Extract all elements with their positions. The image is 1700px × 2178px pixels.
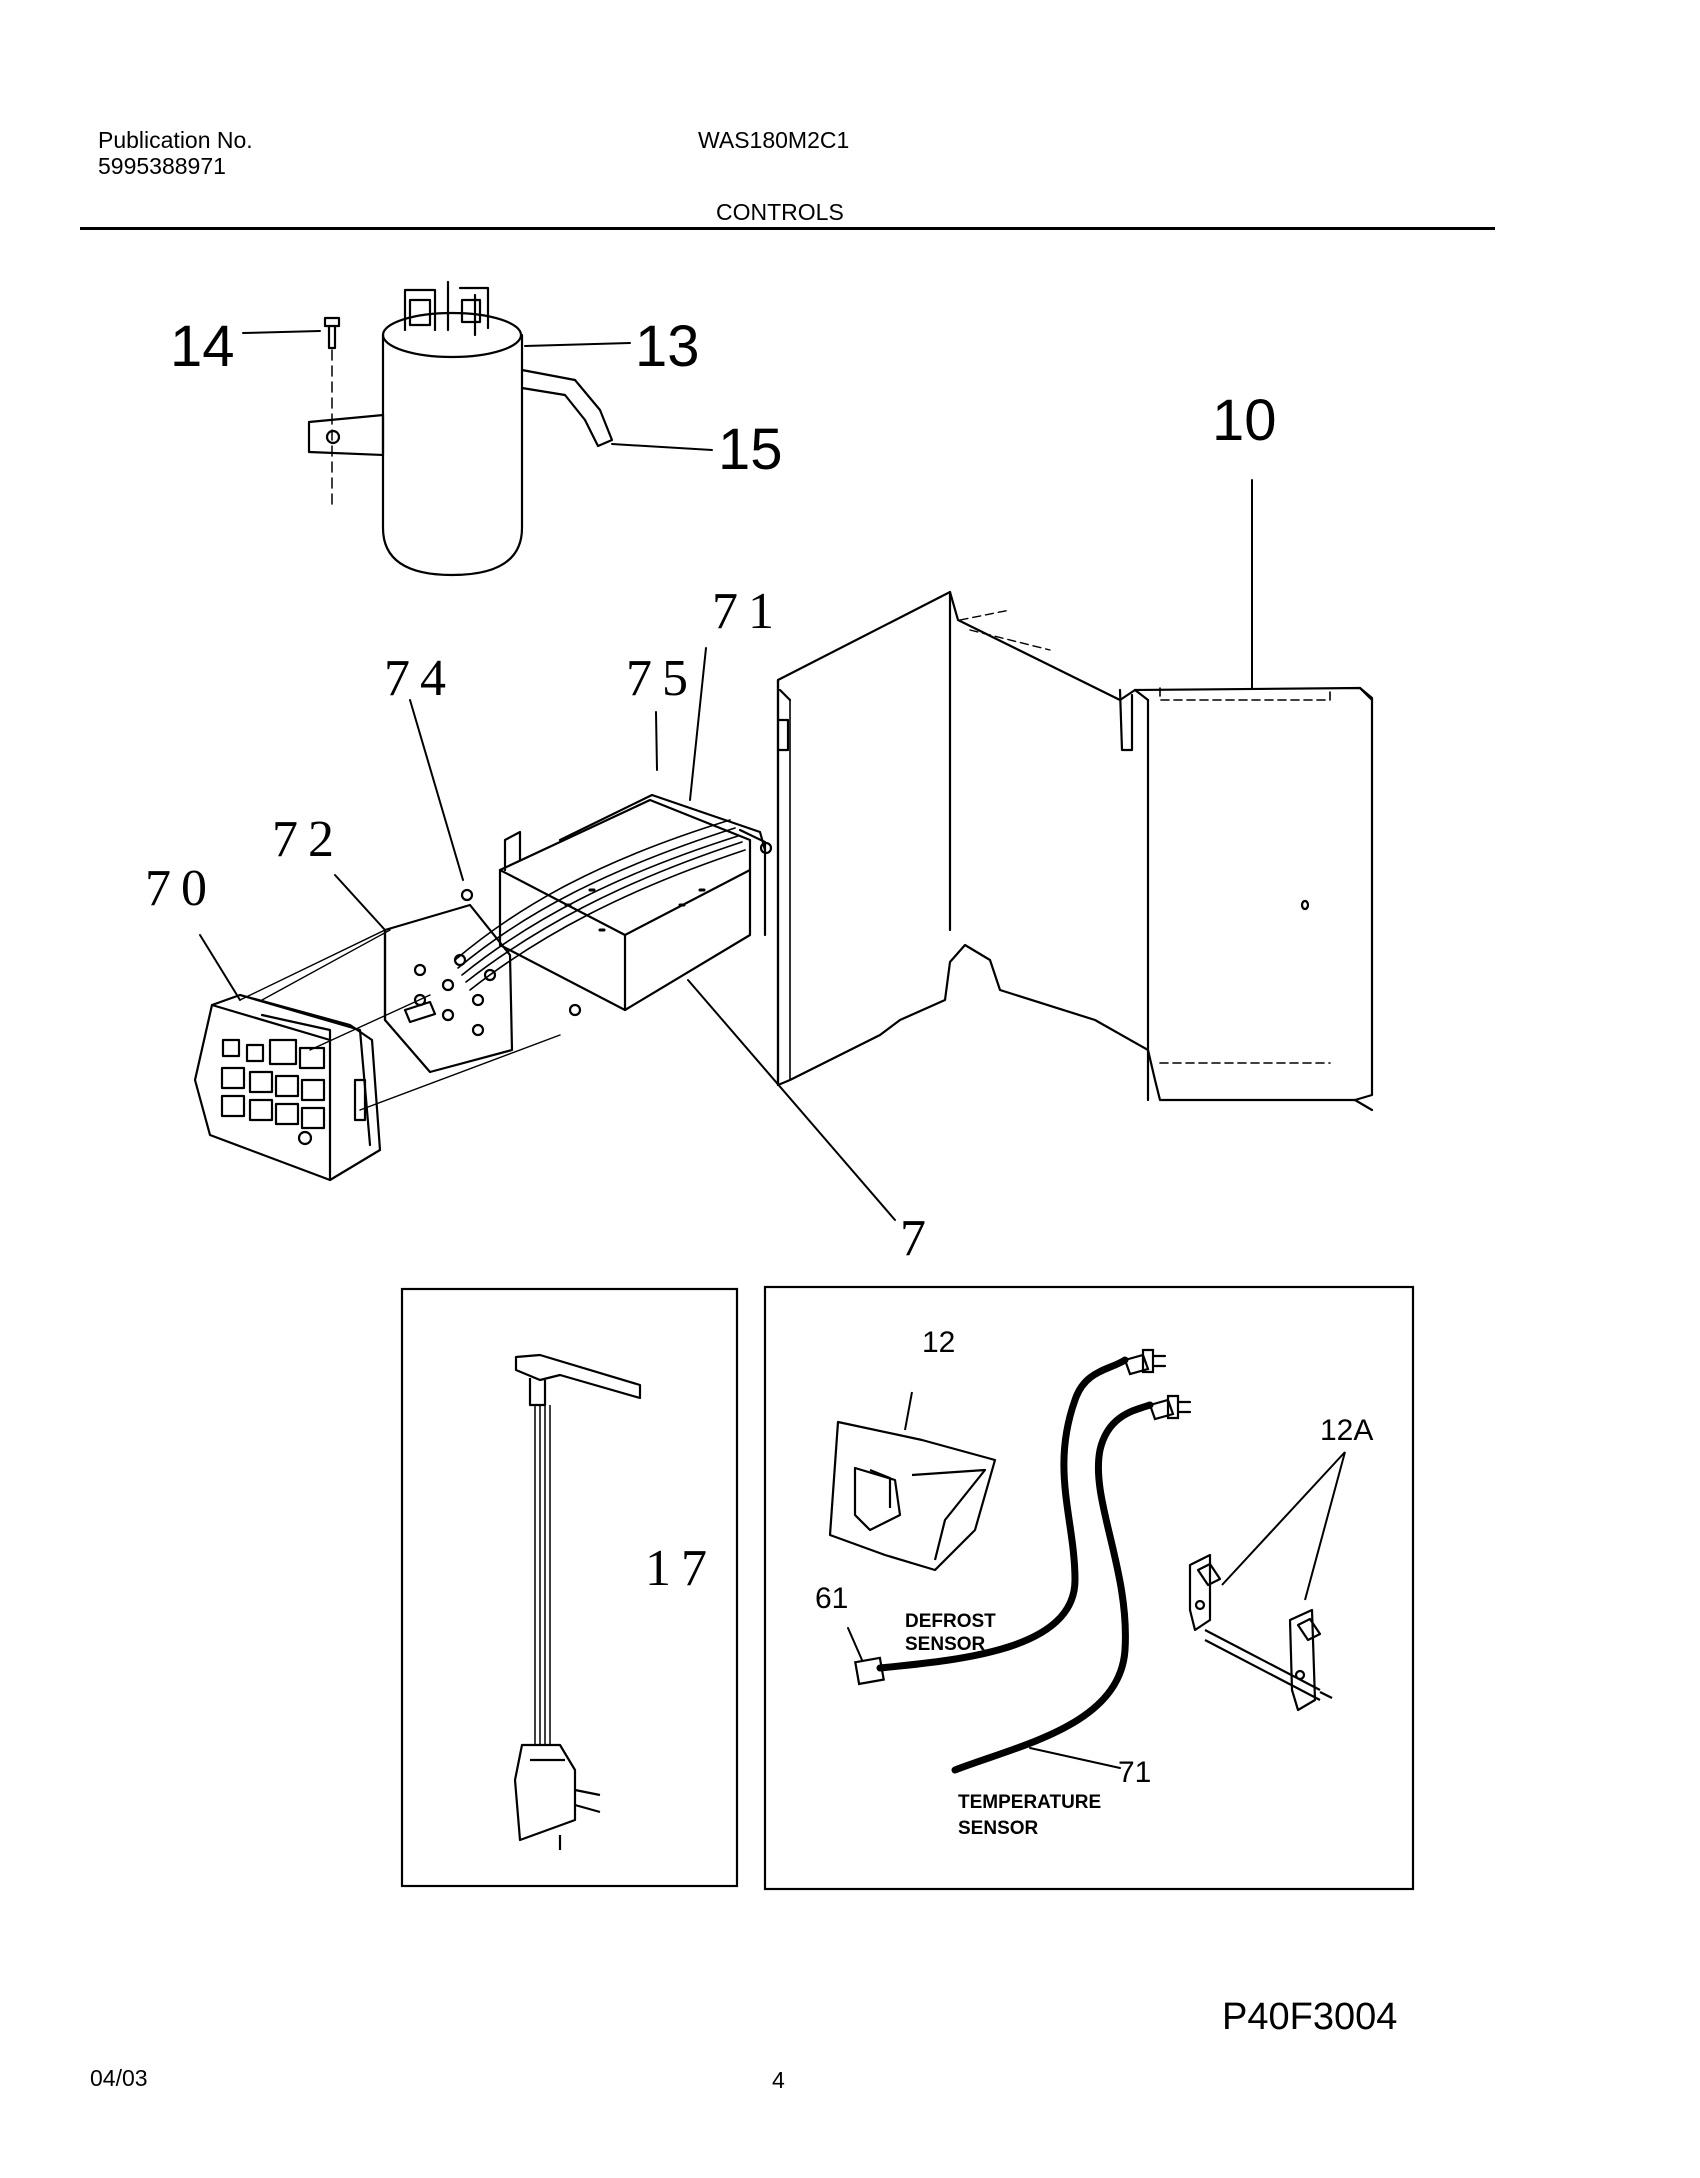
pcb-drawing: [383, 888, 582, 1074]
capacitor-drawing: [307, 280, 614, 577]
callout-13: 13: [635, 314, 700, 379]
callout-70: 70: [145, 860, 217, 917]
footer-date: 04/03: [90, 2065, 148, 2091]
callout-61: 61: [815, 1582, 848, 1615]
defrost-sensor-label-2: SENSOR: [905, 1634, 986, 1655]
page-number: 4: [772, 2067, 785, 2093]
defrost-sensor-label-1: DEFROST: [905, 1611, 996, 1632]
callout-10: 10: [1212, 388, 1277, 453]
power-cord-drawing: [513, 1353, 642, 1850]
control-box-drawing: [454, 793, 773, 1012]
temperature-sensor-label-2: SENSOR: [958, 1818, 1039, 1839]
callout-12: 12: [922, 1326, 955, 1359]
publication-label: Publication No.: [98, 127, 253, 153]
sensor-wire-drawing: [847, 1348, 1192, 1774]
publication-number: 5995388971: [98, 153, 226, 179]
model-number: WAS180M2C1: [698, 127, 850, 153]
callout-15: 15: [718, 417, 783, 482]
sensor-holder-drawing: [828, 1420, 997, 1572]
callout-72: 72: [272, 811, 344, 868]
figure-code: P40F3004: [1222, 1996, 1397, 2038]
section-title: CONTROLS: [716, 199, 844, 225]
sensor-clips-drawing: [1188, 1451, 1346, 1712]
header-rule: [80, 227, 1495, 230]
callout-71-sensor: 71: [1118, 1756, 1151, 1789]
control-panel-drawing: [193, 929, 561, 1182]
callout-14: 14: [170, 314, 235, 379]
temperature-sensor-label-1: TEMPERATURE: [958, 1792, 1101, 1813]
callout-17: 17: [645, 1540, 717, 1597]
callout-74: 74: [384, 650, 456, 707]
screw-drawing: [323, 316, 341, 511]
control-bracket-drawing: [776, 590, 1374, 1112]
callout-7: 7: [900, 1210, 926, 1267]
sensor-frame: [763, 1285, 1415, 1891]
callout-71: 71: [712, 583, 784, 640]
power-cord-frame: [400, 1287, 739, 1888]
callout-12a: 12A: [1320, 1414, 1373, 1447]
callout-75: 75: [626, 650, 698, 707]
